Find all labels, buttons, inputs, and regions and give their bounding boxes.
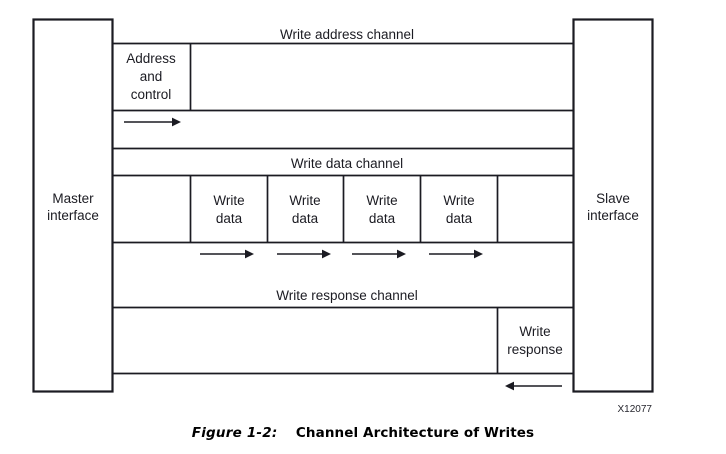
write-address-channel-label: Write address channel <box>280 27 414 42</box>
write-response-channel-group: Write response channel Write response <box>112 288 574 391</box>
write-data-cell-1-label-line2: data <box>216 211 243 226</box>
write-address-channel-group: Write address channel Address and contro… <box>112 27 574 150</box>
slave-interface-box <box>572 18 654 393</box>
figure-caption-number: Figure 1-2: <box>191 425 278 441</box>
write-data-transfer-arrow-icon-3 <box>352 249 406 259</box>
write-data-cell-4-label-line2: data <box>446 211 473 226</box>
write-response-payload-label-line2: response <box>507 342 563 357</box>
write-data-transfer-arrow-icon-4 <box>429 249 483 259</box>
write-data-transfer-arrow-icon-2 <box>277 249 331 259</box>
write-response-transfer-arrow-icon <box>505 381 562 391</box>
write-data-cell-4-label-line1: Write <box>443 193 474 208</box>
write-data-channel-label: Write data channel <box>291 156 403 171</box>
write-data-cell-3-label-line2: data <box>369 211 396 226</box>
write-data-cell-2-label-line2: data <box>292 211 319 226</box>
figure-id-code: X12077 <box>618 404 653 415</box>
write-data-transfer-arrow-icon-1 <box>200 249 254 259</box>
slave-interface-label-line2: interface <box>587 208 639 223</box>
master-interface-label-line1: Master <box>52 191 94 206</box>
write-response-channel-label: Write response channel <box>276 288 418 303</box>
figure-caption: Figure 1-2: Channel Architecture of Writ… <box>0 424 726 442</box>
figure-caption-title: Channel Architecture of Writes <box>295 425 535 441</box>
write-data-cell-1-label-line1: Write <box>213 193 244 208</box>
write-address-payload-label-line2: and <box>140 69 163 84</box>
write-data-cell-3-label-line1: Write <box>366 193 397 208</box>
master-interface-label-line2: interface <box>47 208 99 223</box>
slave-interface-label-line1: Slave <box>596 191 630 206</box>
write-response-payload-label-line1: Write <box>519 324 550 339</box>
write-address-transfer-arrow-icon <box>124 117 181 127</box>
write-address-payload-label-line3: control <box>131 87 172 102</box>
write-address-payload-label-line1: Address <box>126 51 176 66</box>
master-interface-box <box>32 18 114 393</box>
write-data-channel-group: Write data channel Write data Write data… <box>112 156 574 259</box>
write-data-cell-2-label-line1: Write <box>289 193 320 208</box>
